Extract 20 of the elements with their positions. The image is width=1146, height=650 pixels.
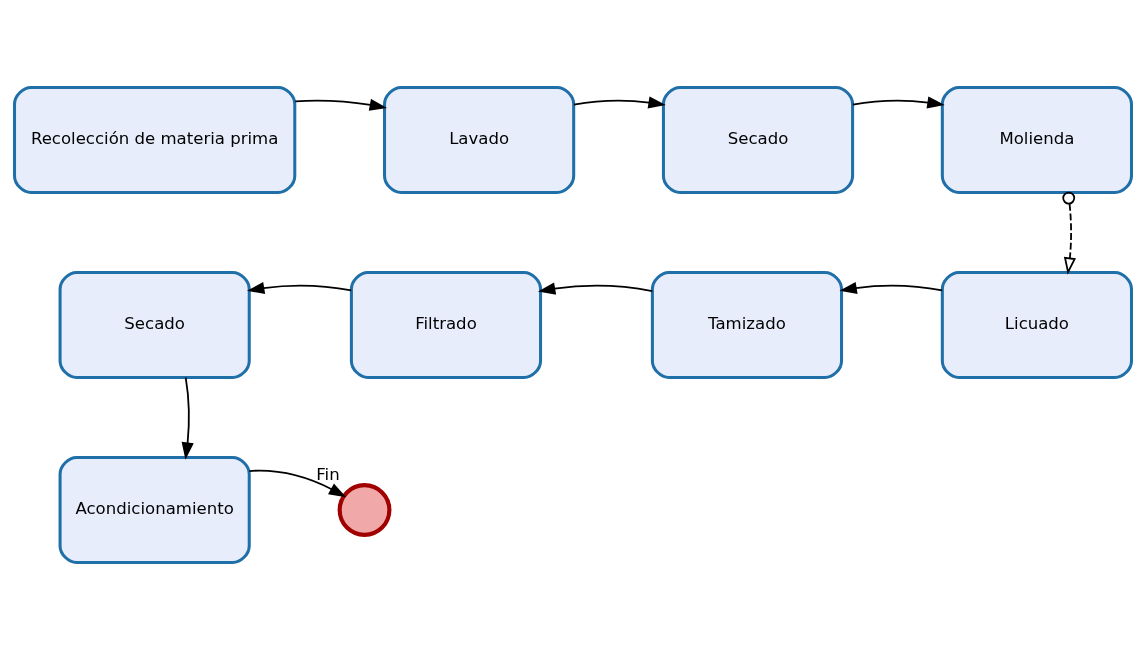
node-box: Lavado [383,86,576,194]
node-box: Secado [661,86,855,194]
arrow [851,96,945,109]
node-label: Fin [316,465,340,485]
node-box: Acondicionamiento [58,456,251,564]
arrow [247,282,353,295]
node-box: Recolección de materia prima [13,86,297,194]
arrow [839,281,944,294]
arrow [248,469,347,498]
node-box: Molienda [940,86,1133,194]
node-box: Secado [58,271,251,379]
node-box: Tamizado [650,271,844,379]
arrow [1062,191,1076,275]
node-box: Licuado [940,271,1133,379]
arrow [573,96,666,109]
node-box: Filtrado [349,271,543,379]
arrow [181,376,194,460]
arrow [294,98,388,111]
node-circle [337,483,392,537]
arrow [537,282,654,295]
